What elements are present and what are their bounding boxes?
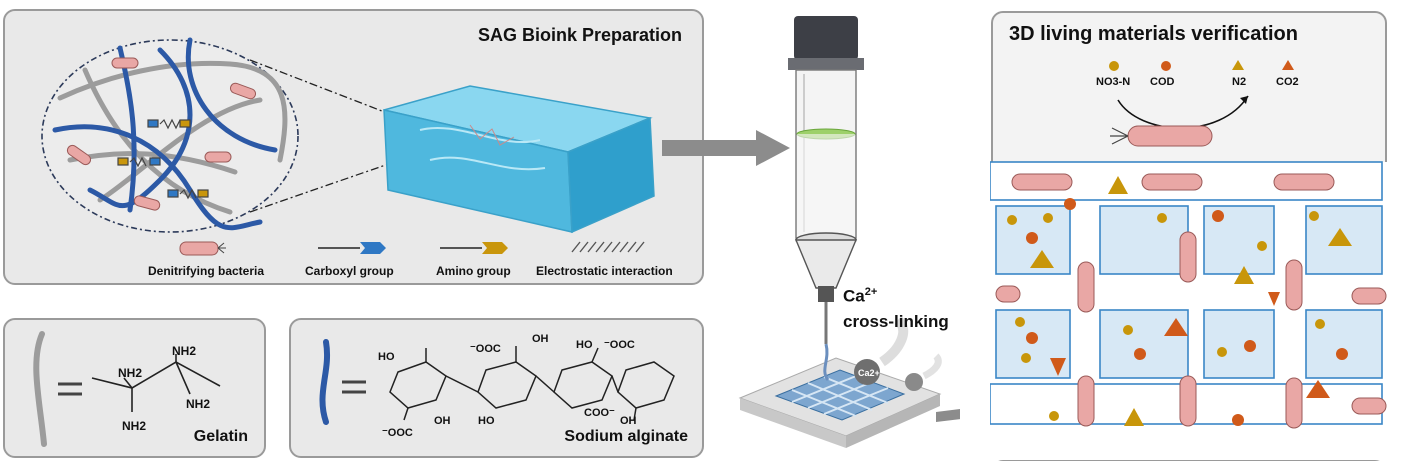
legend-bacteria-icon [179, 241, 219, 256]
bioink-illustration [41, 37, 655, 256]
syringe [788, 16, 864, 344]
gelatin-structure [33, 331, 221, 447]
zoom-line-top [249, 59, 401, 119]
legend-electrostatic-icon [571, 241, 645, 253]
verification-illustration [990, 60, 1390, 460]
crosslink-text: cross-linking [843, 312, 949, 331]
svg-text:OH: OH [532, 333, 549, 345]
arrow-to-verification [936, 409, 960, 422]
hydrogel-block [383, 85, 655, 234]
crosslink-ca: Ca [843, 286, 865, 306]
alginate-title: Sodium alginate [564, 428, 688, 445]
calcium-ions: Ca2+ [854, 316, 942, 391]
gelatin-panel: Gelatin [3, 318, 266, 458]
gelatin-group-2: NH2 [172, 344, 197, 358]
gelatin-group-1: NH2 [118, 366, 143, 380]
zoom-line-bottom [249, 159, 401, 213]
species-n2: N2 [1232, 76, 1247, 88]
ion-label: Ca2+ [858, 368, 880, 378]
arrow-to-syringe [662, 130, 790, 166]
scaffold-grid [990, 161, 1390, 460]
svg-text:⁻OOC: ⁻OOC [382, 427, 413, 439]
crosslink-label: Ca2+ [843, 286, 877, 307]
gelatin-title: Gelatin [193, 428, 248, 445]
printing-illustration: Ca2+ [662, 16, 960, 448]
svg-text:COO⁻: COO⁻ [584, 407, 615, 419]
species-nitrate: NO3-N [1096, 76, 1131, 88]
svg-text:⁻OOC: ⁻OOC [604, 339, 635, 351]
alginate-panel: Sodium alginate [289, 318, 704, 458]
species-cod: COD [1150, 76, 1175, 88]
svg-text:HO: HO [478, 415, 495, 427]
alginate-structure: HO ⁻OOC OH HO ⁻OOC ⁻OOC OH HO COO⁻ OH [319, 333, 675, 439]
svg-text:HO: HO [378, 351, 395, 363]
crosslink-charge: 2+ [864, 286, 878, 298]
verification-title: 3D living materials verification [1009, 23, 1298, 45]
legend-label-carboxyl: Carboxyl group [305, 264, 394, 278]
svg-text:⁻OOC: ⁻OOC [470, 343, 501, 355]
svg-text:OH: OH [434, 415, 451, 427]
crosslink-markers [117, 118, 209, 200]
legend-label-amino: Amino group [436, 264, 511, 278]
gelatin-group-3: NH2 [186, 397, 211, 411]
species-co2: CO2 [1276, 76, 1299, 88]
legend-label-bacteria: Denitrifying bacteria [148, 264, 265, 278]
svg-text:OH: OH [620, 415, 637, 427]
gelatin-group-4: NH2 [122, 419, 147, 433]
svg-text:HO: HO [576, 339, 593, 351]
legend-label-electrostatic: Electrostatic interaction [536, 264, 673, 278]
preparation-title: SAG Bioink Preparation [477, 25, 682, 45]
printed-scaffold [738, 343, 942, 448]
legend-icons [179, 241, 645, 256]
bacteria-in-network [66, 57, 257, 211]
